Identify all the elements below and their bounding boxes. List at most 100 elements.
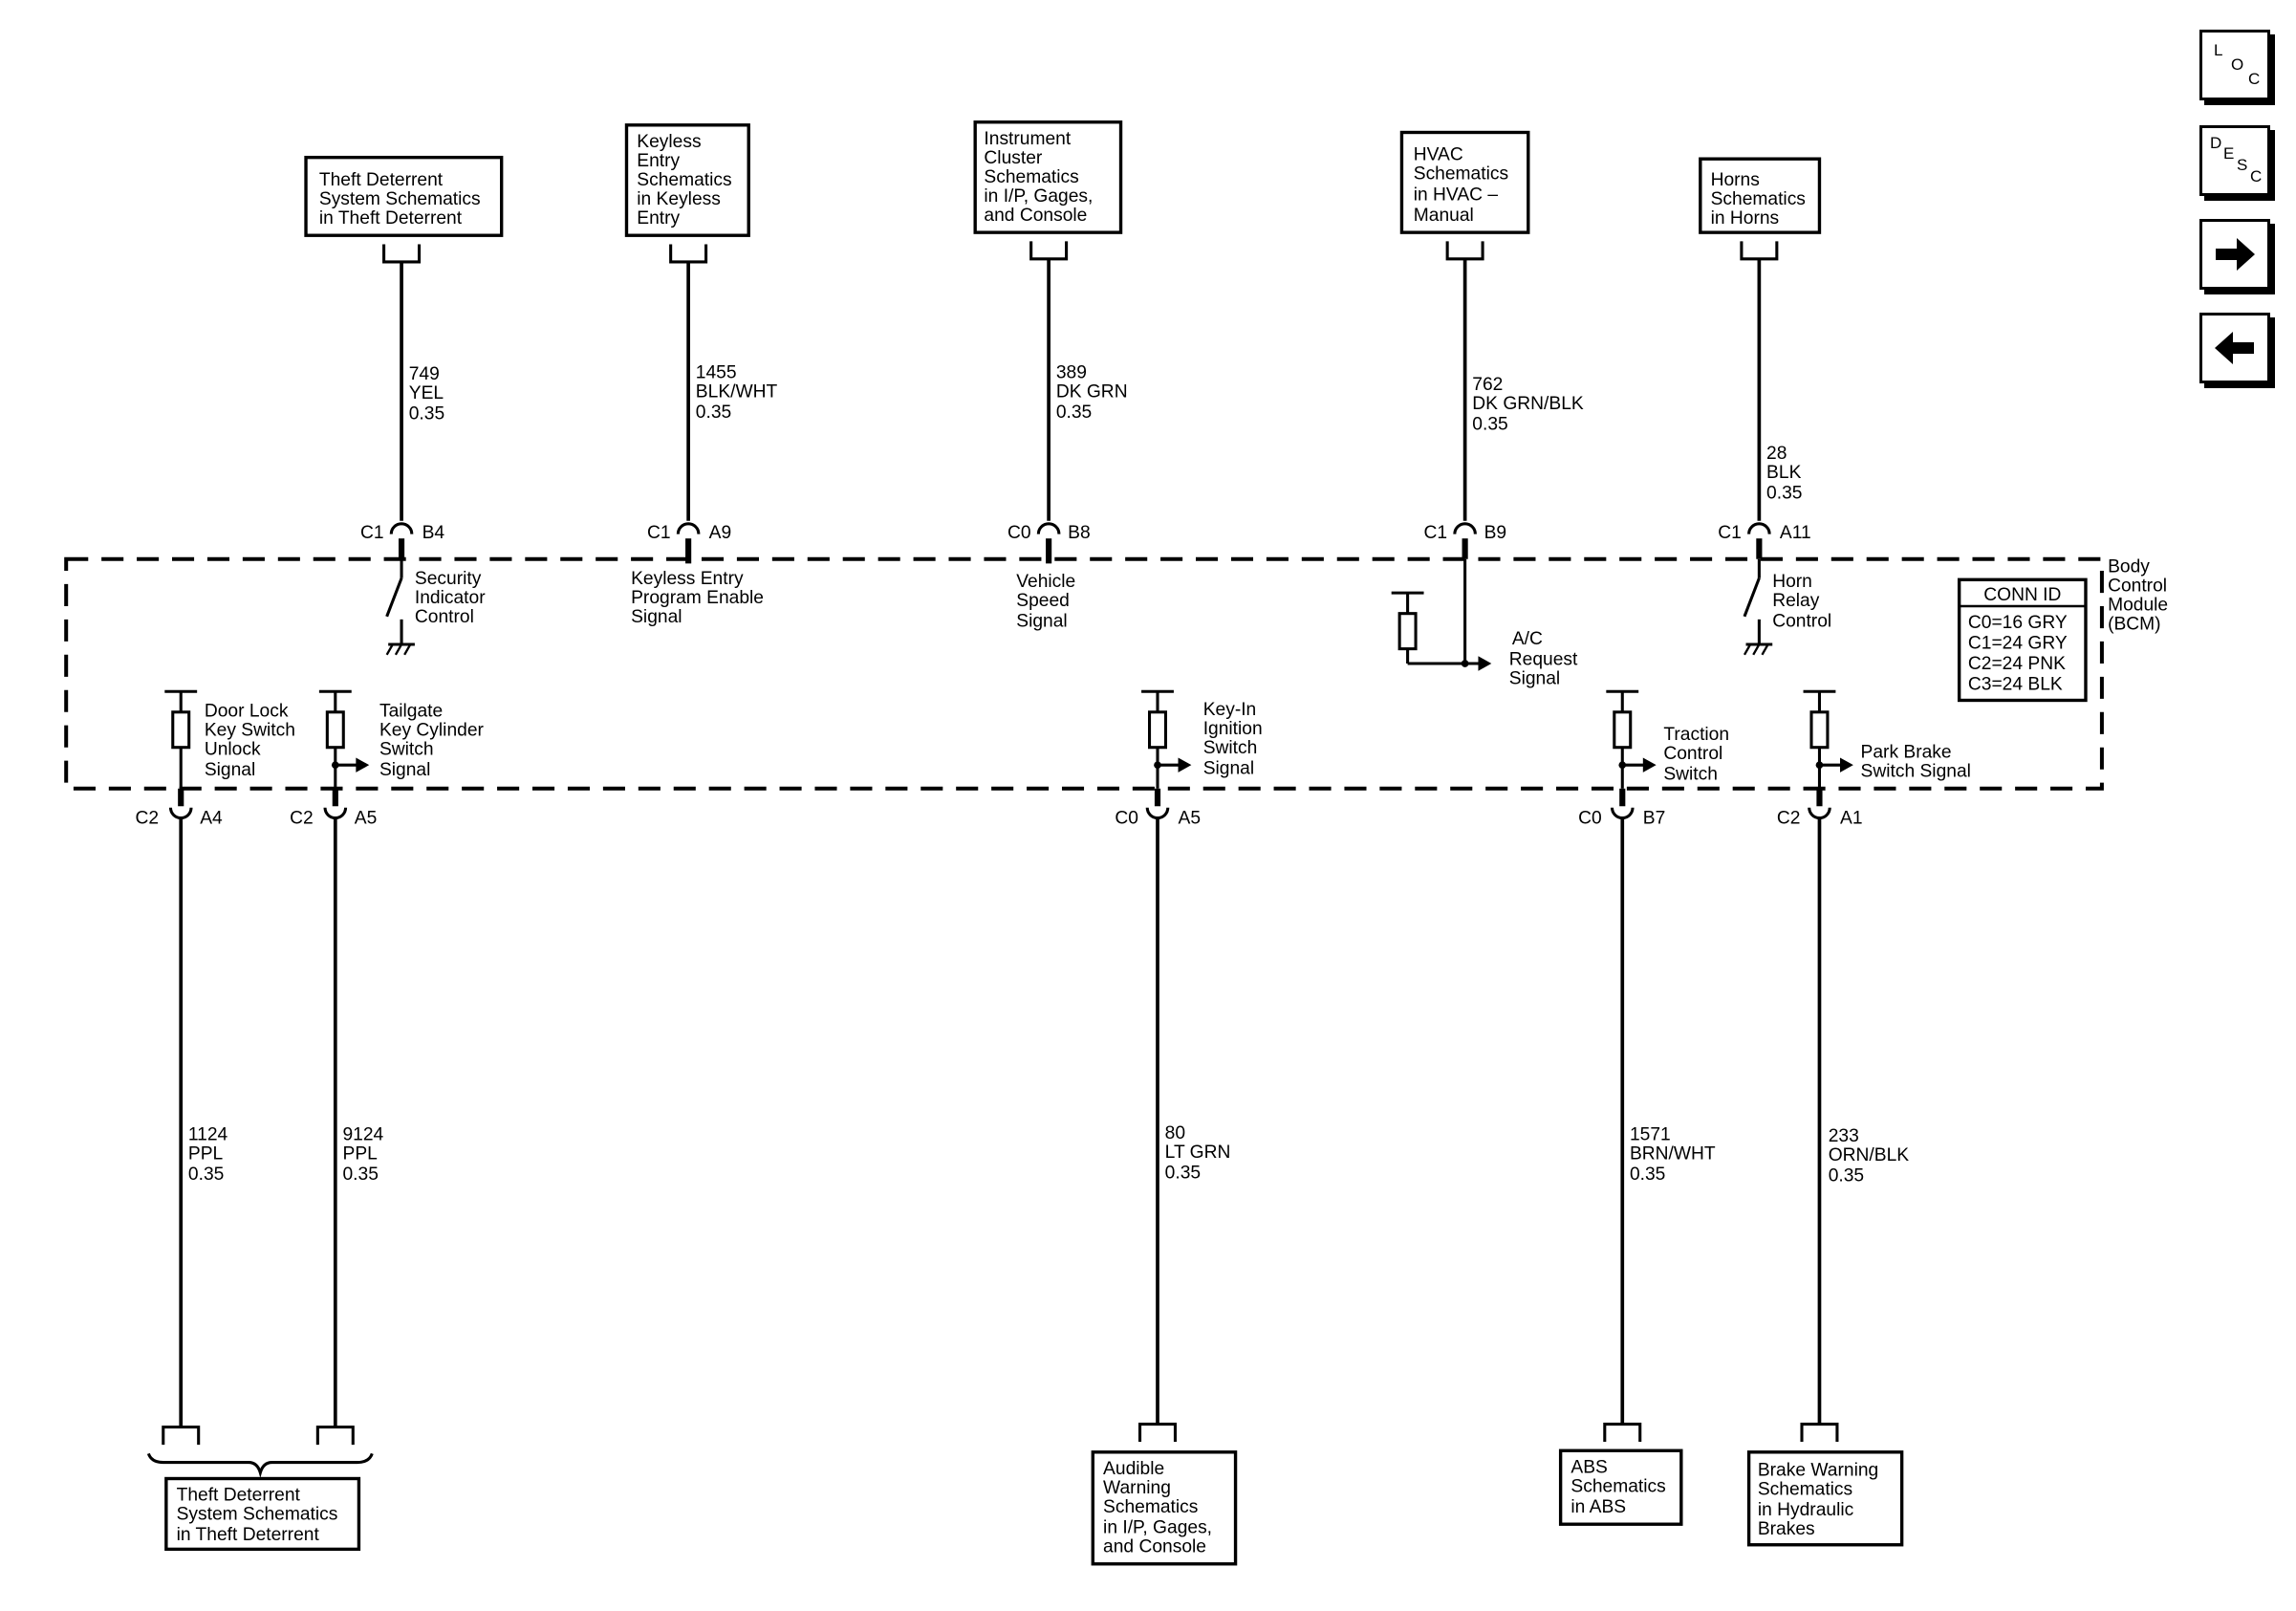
bcm-circuit-label: Key-In Ignition Switch Signal	[1203, 700, 1267, 779]
reference-connector-symbol	[1029, 241, 1069, 261]
conn-id-table: CONN ID C0=16 GRY C1=24 GRY C2=24 PNK C3…	[1957, 577, 2088, 703]
reference-connector-symbol	[1603, 1423, 1642, 1443]
desc-button[interactable]: D E S C	[2199, 125, 2270, 196]
circuit-762-ac-request: HVAC Schematics in HVAC – Manual 762 DK …	[1391, 130, 1589, 689]
schematic-reference-box	[1399, 130, 1530, 234]
bcm-circuit-label: Door Lock Key Switch Unlock Signal	[205, 701, 300, 780]
connector-pin-symbol	[1036, 522, 1061, 534]
brace-symbol	[146, 1452, 374, 1478]
schematic-reference-text: Keyless Entry Schematics in Keyless Entr…	[637, 132, 737, 229]
resistor-icon	[1613, 710, 1633, 750]
circuit-233-park-brake: Park Brake Switch Signal C2 A1 233 ORN/B…	[1746, 689, 1971, 1547]
reference-connector-symbol	[382, 244, 422, 264]
desc-letter: C	[2250, 167, 2263, 185]
connector-pin-symbol	[1747, 522, 1771, 534]
connector-id: C1	[647, 523, 671, 543]
bcm-boundary	[64, 556, 2104, 791]
schematic-reference-text: Horns Schematics in Horns	[1711, 170, 1811, 229]
switch-contact	[1743, 577, 1761, 618]
loc-letter: O	[2231, 55, 2244, 74]
schematic-reference-box	[164, 1476, 361, 1552]
circuit-9124-tailgate-key-cylinder: Tailgate Key Cylinder Switch Signal C2 A…	[290, 689, 485, 1446]
loc-letter: L	[2214, 41, 2223, 59]
connector-id: C2	[136, 809, 160, 829]
connector-id: C2	[1777, 809, 1801, 829]
circuit-28-horn-relay: Horns Schematics in Horns 28 BLK 0.35 C1…	[1699, 157, 1831, 656]
resistor-icon	[325, 710, 345, 750]
bcm-circuit-label: Horn Relay Control	[1772, 572, 1831, 632]
desc-letter: E	[2223, 144, 2235, 163]
reference-connector-symbol	[1137, 1423, 1178, 1443]
connector-pin-symbol	[1453, 522, 1477, 534]
schematic-reference-box	[973, 120, 1123, 234]
schematic-reference-text: HVAC Schematics in HVAC – Manual	[1414, 145, 1514, 226]
wire-spec: 389 DK GRN 0.35	[1056, 362, 1133, 423]
schematic-reference-box	[1558, 1448, 1683, 1526]
connector-id: C0	[1115, 809, 1138, 829]
shared-theft-deterrent-reference: Theft Deterrent System Schematics in The…	[146, 1452, 374, 1552]
resistor-icon	[1148, 710, 1168, 750]
connector-id: C0	[1007, 523, 1031, 543]
wire-spec: 762 DK GRN/BLK 0.35	[1472, 375, 1589, 435]
wire-spec: 9124 PPL 0.35	[342, 1125, 388, 1186]
reference-connector-symbol	[1445, 241, 1484, 261]
pin-id: B7	[1643, 809, 1666, 829]
schematic-reference-box	[1699, 157, 1822, 234]
next-page-button[interactable]	[2199, 219, 2270, 290]
connector-pin-symbol	[323, 807, 348, 820]
loc-button[interactable]: L O C	[2199, 30, 2270, 100]
connector-id: C1	[1718, 523, 1742, 543]
connector-pin-symbol	[1145, 807, 1170, 820]
connector-id: C0	[1578, 809, 1602, 829]
schematic-reference-box	[1746, 1450, 1904, 1547]
pin-id: A9	[709, 523, 732, 543]
circuit-389-vehicle-speed: Instrument Cluster Schematics in I/P, Ga…	[973, 120, 1133, 632]
bcm-name: Body Control Module (BCM)	[2108, 557, 2173, 635]
circuit-1571-traction-control: Traction Control Switch C0 B7 1571 BRN/W…	[1558, 689, 1729, 1526]
schematic-reference-text: Instrument Cluster Schematics in I/P, Ga…	[984, 129, 1097, 226]
conn-id-row: C2=24 PNK	[1968, 654, 2066, 674]
schematic-reference-text: Brake Warning Schematics in Hydraulic Br…	[1758, 1460, 1884, 1539]
resistor-icon	[1397, 612, 1418, 651]
connector-pin-symbol	[676, 522, 701, 534]
pin-id: A5	[355, 809, 378, 829]
signal-arrow-icon	[356, 757, 370, 773]
reference-connector-symbol	[669, 244, 708, 264]
connector-id: C2	[290, 809, 314, 829]
connector-pin-symbol	[168, 807, 193, 820]
circuit-749-security-indicator: Theft Deterrent System Schematics in The…	[304, 155, 504, 656]
schematic-reference-box	[1091, 1450, 1238, 1566]
arrow-right-icon	[2216, 238, 2255, 271]
conn-id-title: CONN ID	[1983, 585, 2061, 605]
schematic-reference-text: Theft Deterrent System Schematics in The…	[177, 1486, 343, 1546]
signal-arrow-icon	[1840, 757, 1853, 773]
wire-spec: 1124 PPL 0.35	[188, 1125, 233, 1186]
bcm-circuit-label: Security Indicator Control	[415, 569, 490, 627]
schematic-reference-text: ABS Schematics in ABS	[1570, 1457, 1671, 1517]
ground-icon	[385, 642, 415, 656]
connector-pin-symbol	[389, 522, 414, 534]
bcm-circuit-label: Keyless Entry Program Enable Signal	[631, 569, 769, 627]
pin-id: A4	[200, 809, 223, 829]
conn-id-row: C1=24 GRY	[1968, 634, 2068, 654]
signal-arrow-icon	[1642, 757, 1657, 773]
schematic-reference-text: Theft Deterrent System Schematics in The…	[319, 170, 486, 229]
signal-arrow-icon	[1178, 757, 1192, 773]
desc-letter: S	[2237, 156, 2248, 174]
prev-page-button[interactable]	[2199, 313, 2270, 383]
arrow-left-icon	[2215, 332, 2254, 364]
circuit-1124-door-lock-key-switch: Door Lock Key Switch Unlock Signal C2 A4…	[136, 689, 300, 1446]
connector-pin-symbol	[1610, 807, 1635, 820]
resistor-icon	[1809, 710, 1830, 750]
schematic-reference-text: Audible Warning Schematics in I/P, Gages…	[1103, 1459, 1217, 1557]
reference-connector-symbol	[1800, 1423, 1839, 1443]
circuit-80-key-in-ignition: Key-In Ignition Switch Signal C0 A5 80 L…	[1091, 689, 1267, 1566]
connector-id: C1	[360, 523, 384, 543]
wire-spec: 1571 BRN/WHT 0.35	[1630, 1125, 1721, 1186]
pin-id: A11	[1780, 523, 1811, 543]
wire-spec: 1455 BLK/WHT 0.35	[696, 362, 783, 423]
conn-id-row: C3=24 BLK	[1968, 675, 2063, 695]
pin-id: A1	[1840, 809, 1863, 829]
pin-id: B4	[422, 523, 445, 543]
reference-connector-symbol	[1740, 241, 1779, 261]
